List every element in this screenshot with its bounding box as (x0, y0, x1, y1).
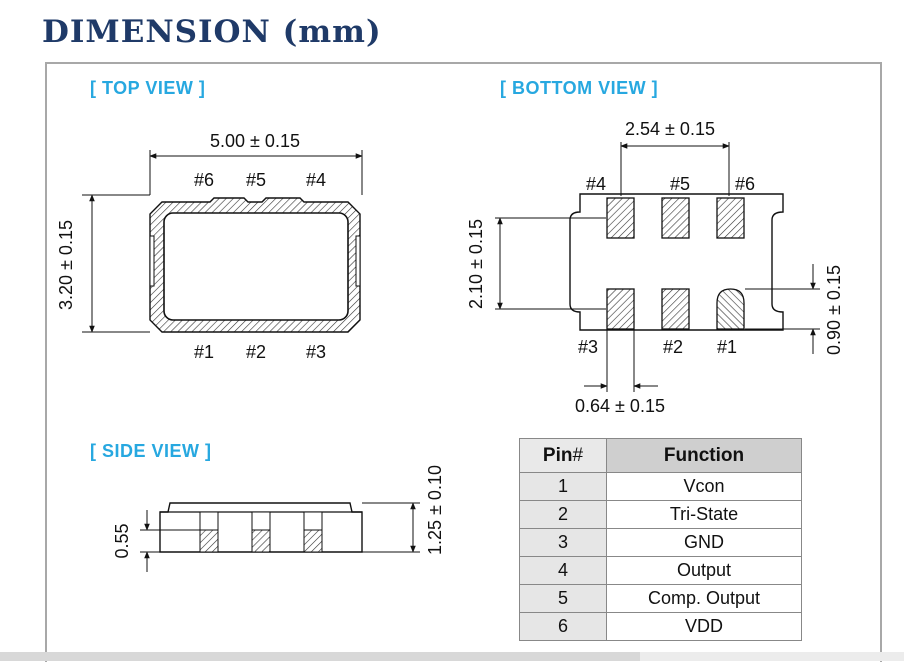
bottom-pin-label: #1 (717, 337, 737, 357)
pin-number-cell: 5 (519, 584, 607, 613)
bottom-pin-label: #6 (735, 174, 755, 194)
top-pin-label: #2 (246, 342, 266, 362)
bottom-pad-1 (716, 288, 745, 330)
top-width-dim-text: 5.00 ± 0.15 (210, 131, 300, 151)
bottom-pad-3 (606, 288, 635, 330)
footer-bar-end (640, 652, 904, 661)
top-pin-label: #3 (306, 342, 326, 362)
side-view-label: [ SIDE VIEW ] (90, 441, 212, 461)
side-pad-dim-text: 0.55 (112, 523, 132, 558)
top-view-drawing (82, 150, 363, 333)
bottom-pin-label: #2 (663, 337, 683, 357)
pin-function-cell: Tri-State (606, 500, 802, 529)
side-height-dim-text: 1.25 ± 0.10 (425, 465, 445, 555)
pin-function-cell: VDD (606, 612, 802, 641)
bottom-pitch-dim-text: 2.54 ± 0.15 (625, 119, 715, 139)
footer-bar (0, 652, 904, 661)
bottom-row-dim-text: 2.10 ± 0.15 (466, 219, 486, 309)
top-pin-label: #4 (306, 170, 326, 190)
pin-number-cell: 3 (519, 528, 607, 557)
bottom-pad-2 (661, 288, 690, 330)
pin-header-text: Pin (542, 444, 573, 466)
column-header-function: Function (606, 438, 802, 473)
pin-function-cell: Output (606, 556, 802, 585)
bottom-view-label: [ BOTTOM VIEW ] (500, 78, 659, 98)
bottom-pad-5 (661, 197, 690, 239)
top-lid (163, 212, 349, 321)
page-title: DIMENSION (mm) (42, 14, 382, 50)
top-pin-label: #1 (194, 342, 214, 362)
bottom-pin-label: #3 (578, 337, 598, 357)
pin-function-cell: GND (606, 528, 802, 557)
pin-number-cell: 6 (519, 612, 607, 641)
pin-number-cell: 4 (519, 556, 607, 585)
top-pin-label: #5 (246, 170, 266, 190)
bottom-pad-6 (716, 197, 745, 239)
pin-function-cell: Comp. Output (606, 584, 802, 613)
pin-number-cell: 2 (519, 500, 607, 529)
pin-header-hash: # (572, 444, 584, 466)
top-view-label: [ TOP VIEW ] (90, 78, 206, 98)
table-header-row: Pin# Function (519, 438, 802, 473)
side-view-drawing (140, 502, 420, 572)
pin-function-cell: Vcon (606, 472, 802, 501)
bottom-pad-width-dim-text: 0.64 ± 0.15 (575, 396, 665, 416)
bottom-view-drawing (495, 142, 820, 392)
drawing-frame (45, 62, 882, 662)
pin-number-cell: 1 (519, 472, 607, 501)
bottom-pin-label: #5 (670, 174, 690, 194)
bottom-pin-label: #4 (586, 174, 606, 194)
bottom-pad-height-dim-text: 0.90 ± 0.15 (824, 265, 844, 355)
top-height-dim-text: 3.20 ± 0.15 (56, 220, 76, 310)
bottom-pad-4 (606, 197, 635, 239)
top-pin-label: #6 (194, 170, 214, 190)
column-header-pin: Pin# (519, 438, 607, 473)
